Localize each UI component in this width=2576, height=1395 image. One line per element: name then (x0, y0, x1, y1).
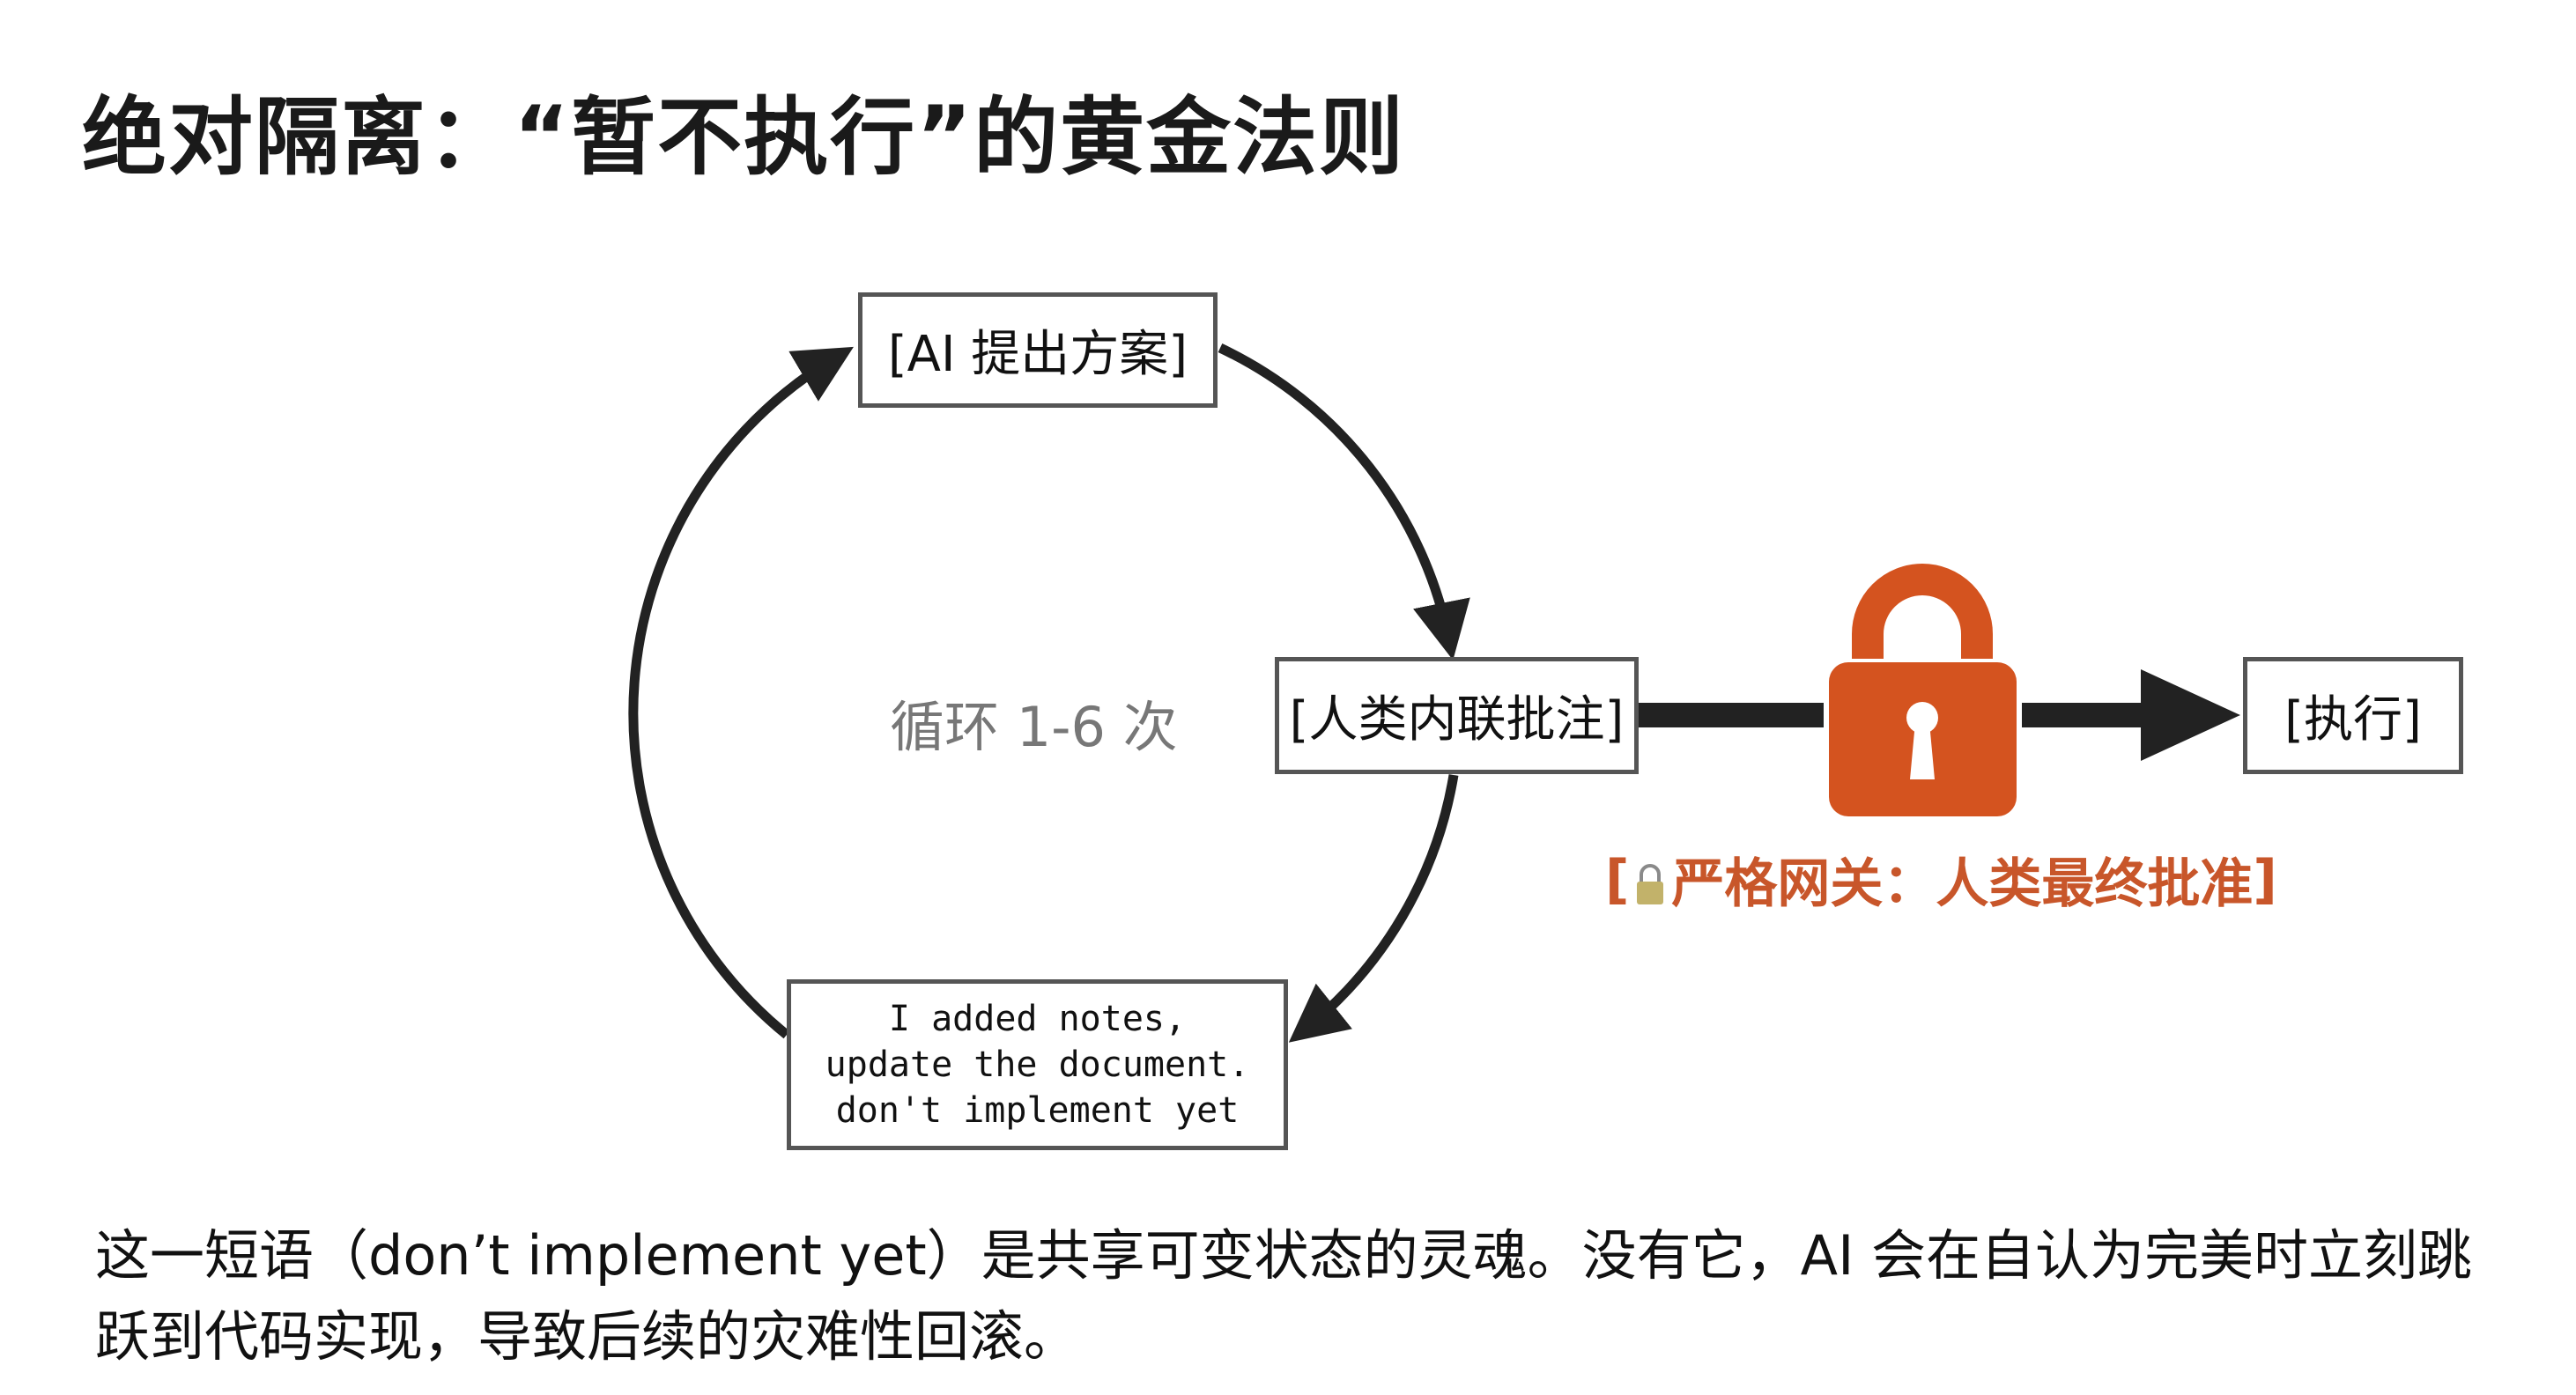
loop-arrow-left (628, 346, 854, 1039)
loop-arrow-bottom-right (1288, 774, 1459, 1043)
small-lock-icon (1634, 858, 1666, 904)
gate-open-bracket: [ (1605, 848, 1630, 911)
prompt-node: I added notes, update the document. don'… (787, 979, 1288, 1150)
ai-propose-label: [AI 提出方案] (887, 326, 1188, 383)
ai-propose-node: [AI 提出方案] (858, 292, 1218, 408)
gate-text: 严格网关：人类最终批准 (1671, 853, 2254, 915)
page-title: 绝对隔离：“暂不执行”的黄金法则 (82, 88, 1406, 187)
gate-close-bracket: ] (2253, 848, 2277, 911)
human-annotation-label: [人类内联批注] (1289, 691, 1625, 749)
prompt-line: update the document. (825, 1044, 1250, 1085)
explanation-paragraph: 这一短语（don’t implement yet）是共享可变状态的灵魂。没有它，… (95, 1223, 2473, 1369)
loop-count-label: 循环 1-6 次 (890, 695, 1178, 759)
execute-node: [执行] (2243, 657, 2463, 774)
human-annotation-node: [人类内联批注] (1275, 657, 1639, 774)
execute-label: [执行] (2284, 691, 2422, 749)
lock-icon (1829, 564, 2017, 816)
exec-arrowhead (2141, 669, 2240, 761)
gate-label: [ 严格网关：人类最终批准 ] (1605, 841, 2277, 918)
prompt-line: don't implement yet (835, 1090, 1240, 1131)
loop-arrow-top-right (1218, 343, 1470, 661)
prompt-line: I added notes, (888, 999, 1187, 1039)
